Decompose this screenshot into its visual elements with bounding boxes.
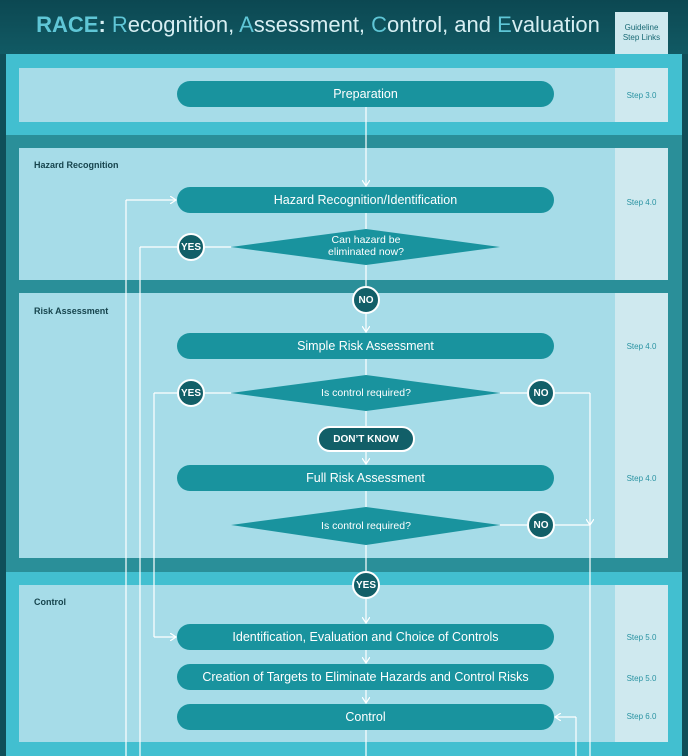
step-link-hazard-identification[interactable]: Step 4.0 — [626, 198, 657, 207]
node-control: Control — [177, 704, 554, 730]
title-recognition: ecognition, — [127, 12, 240, 37]
guide-header-line2: Step Links — [622, 33, 661, 42]
step-link-control[interactable]: Step 6.0 — [626, 712, 657, 721]
guide-column-control — [615, 585, 668, 742]
node-full-risk-assessment: Full Risk Assessment — [177, 465, 554, 491]
title-control: ontrol, and — [387, 12, 498, 37]
guide-header-line1: Guideline — [624, 23, 659, 32]
eliminate-question-line1: Can hazard be — [331, 234, 401, 246]
title-colon: : — [98, 12, 112, 37]
header-bar: RACE: Recognition, Assessment, Control, … — [0, 0, 688, 54]
eliminate-question-line2: eliminated now? — [328, 246, 404, 258]
title-letter-r: R — [111, 12, 128, 37]
section-label-hazard-recognition: Hazard Recognition — [34, 160, 119, 170]
diamond-eliminate — [231, 229, 500, 265]
title-letter-e: E — [497, 12, 512, 37]
node-simple-risk-assessment: Simple Risk Assessment — [177, 333, 554, 359]
step-link-preparation[interactable]: Step 3.0 — [626, 91, 657, 100]
step-link-simple-risk[interactable]: Step 4.0 — [626, 342, 657, 351]
page-title: RACE: Recognition, Assessment, Control, … — [0, 12, 636, 38]
diamond-control-q1-text: Is control required? — [321, 387, 411, 399]
node-create-targets: Creation of Targets to Eliminate Hazards… — [177, 664, 554, 690]
badge-yes-control-q2: YES — [352, 571, 380, 599]
title-letter-a: A — [239, 12, 254, 37]
guide-column-risk — [615, 293, 668, 558]
badge-no-control-q2: NO — [527, 511, 555, 539]
step-link-identify-controls[interactable]: Step 5.0 — [626, 633, 657, 642]
badge-yes-control-q1: YES — [177, 379, 205, 407]
diamond-eliminate-text: Can hazard be eliminated now? — [296, 234, 436, 258]
badge-no-eliminate: NO — [352, 286, 380, 314]
node-hazard-identification: Hazard Recognition/Identification — [177, 187, 554, 213]
title-letter-c: C — [371, 12, 388, 37]
title-assessment: ssessment, — [253, 12, 372, 37]
title-evaluation: valuation — [511, 12, 600, 37]
guideline-step-links-header: Guideline Step Links — [615, 12, 668, 54]
section-label-risk-assessment: Risk Assessment — [34, 306, 109, 316]
node-preparation: Preparation — [177, 81, 554, 107]
section-label-control: Control — [34, 597, 66, 607]
step-link-full-risk[interactable]: Step 4.0 — [626, 474, 657, 483]
guide-column-preparation — [615, 68, 668, 122]
node-identify-controls: Identification, Evaluation and Choice of… — [177, 624, 554, 650]
badge-dont-know: DON’T KNOW — [317, 426, 415, 452]
badge-no-control-q1: NO — [527, 379, 555, 407]
diamond-control-q2-text: Is control required? — [321, 520, 411, 532]
guide-column-hazard — [615, 148, 668, 280]
title-race: RACE — [36, 12, 99, 37]
badge-yes-eliminate: YES — [177, 233, 205, 261]
diamond-control-q1 — [231, 375, 500, 411]
diamond-control-q2 — [231, 507, 500, 545]
step-link-targets[interactable]: Step 5.0 — [626, 674, 657, 683]
